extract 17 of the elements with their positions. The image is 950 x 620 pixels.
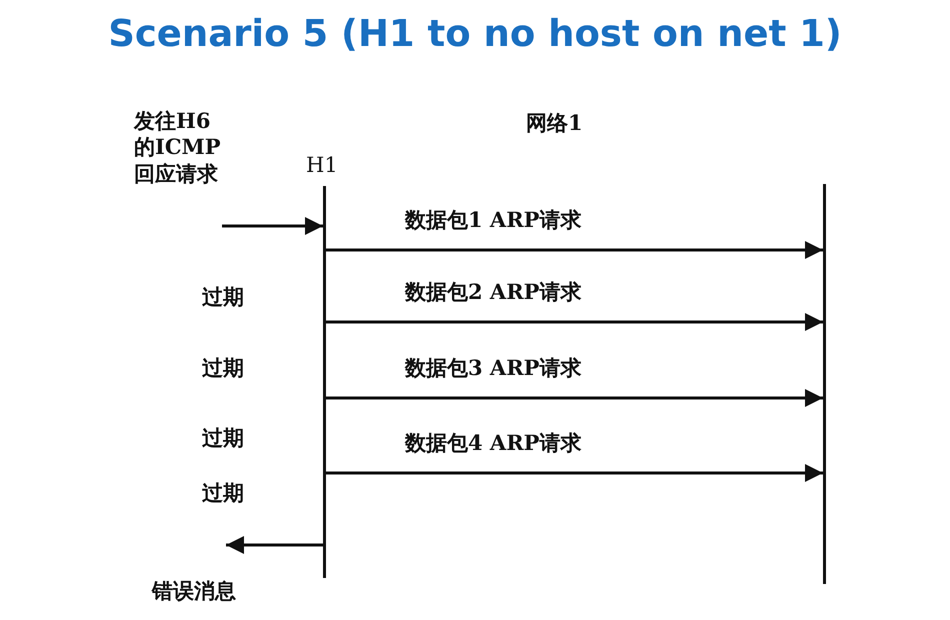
note: 错误消息 xyxy=(152,578,236,604)
arrow xyxy=(226,536,323,554)
timeout-label: 过期 xyxy=(202,284,244,310)
arrow xyxy=(326,241,823,259)
timeout-label: 过期 xyxy=(202,425,244,452)
lifeline xyxy=(823,184,826,584)
lifeline-label: H1 xyxy=(306,152,338,178)
network-label: 网络1 xyxy=(526,110,583,136)
timeout-label: 过期 xyxy=(202,355,244,382)
arrow xyxy=(326,389,823,407)
arrow xyxy=(326,464,823,482)
arrow xyxy=(222,217,323,235)
title: Scenario 5 (H1 to no host on net 1) xyxy=(107,12,843,55)
lifeline xyxy=(323,186,326,578)
arrow xyxy=(326,313,823,331)
timeout-label: 过期 xyxy=(202,480,244,506)
note: 发往H6的ICMP回应请求 xyxy=(134,108,222,187)
